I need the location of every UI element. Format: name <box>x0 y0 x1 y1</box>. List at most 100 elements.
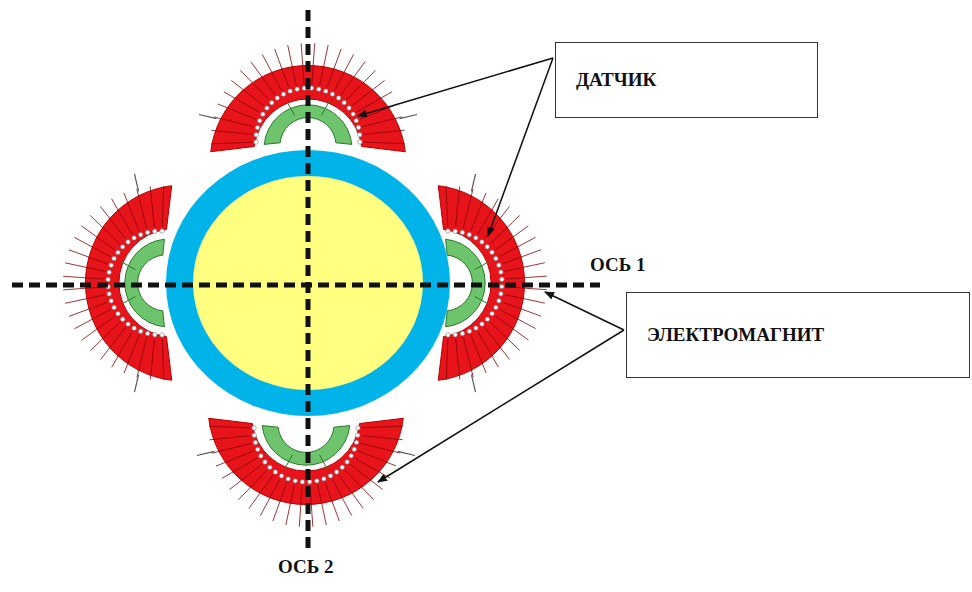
coil-winding <box>216 451 254 466</box>
coil-bead <box>358 140 362 144</box>
coil-bead <box>286 477 290 481</box>
coil-winding <box>240 70 269 99</box>
coil-bead <box>500 277 504 281</box>
coil-bead <box>497 299 501 303</box>
coil-bead <box>254 133 258 137</box>
coil-winding <box>218 104 256 119</box>
coil-bead <box>138 233 142 237</box>
coil-winding <box>74 237 110 256</box>
axes <box>12 10 600 550</box>
coil-winding <box>347 70 376 99</box>
coil-bead <box>254 140 258 144</box>
coil-bead <box>349 454 353 458</box>
coil-winding <box>446 186 448 227</box>
coil-bead <box>460 331 464 335</box>
coil-bead <box>126 240 130 244</box>
coil-bead <box>253 440 257 444</box>
wire-terminal <box>134 375 138 393</box>
coil-bead <box>132 326 136 330</box>
sensor-segment <box>121 262 135 270</box>
coil-winding <box>150 187 154 228</box>
coil-winding <box>260 479 279 515</box>
coil-bead <box>275 96 279 100</box>
coil-bead <box>120 245 124 249</box>
coil-bead <box>354 440 358 444</box>
wire-terminal <box>400 114 418 118</box>
coil-winding <box>275 49 289 88</box>
coil-winding <box>82 316 115 340</box>
coil-bead <box>107 270 111 274</box>
coil-bead <box>485 317 489 321</box>
coil-bead <box>336 96 340 100</box>
coil-bead <box>315 479 319 483</box>
coil-winding <box>124 335 139 373</box>
coil-winding <box>471 335 486 373</box>
coil-bead <box>356 125 360 129</box>
coil-winding <box>211 130 252 134</box>
coil-bead <box>499 270 503 274</box>
coil-winding <box>211 142 252 144</box>
coil-winding <box>358 451 396 466</box>
coil-bead <box>116 311 120 315</box>
coil-bead <box>160 333 164 337</box>
coil-bead <box>258 119 262 123</box>
coil-bead <box>330 92 334 96</box>
coil-bead <box>281 92 285 96</box>
callout-box: ДАТЧИК <box>555 42 818 118</box>
coil-winding <box>362 117 402 127</box>
coil-bead <box>270 100 274 104</box>
coil-winding <box>495 316 528 340</box>
coil-bead <box>160 229 164 233</box>
coil-winding <box>318 485 327 525</box>
coil-bead <box>293 479 297 483</box>
coil-bead <box>474 326 478 330</box>
sensor-segment <box>287 101 295 115</box>
coil-bead <box>261 112 265 116</box>
coil-winding <box>345 470 374 499</box>
coil-winding <box>506 276 547 279</box>
coil-winding <box>471 193 486 231</box>
coil-bead <box>453 229 457 233</box>
coil-bead <box>334 470 338 474</box>
coil-bead <box>139 329 143 333</box>
coil-winding <box>90 216 119 245</box>
coil-winding <box>209 426 250 428</box>
coil-winding <box>162 339 164 380</box>
coil-winding <box>69 302 108 316</box>
coil-bead <box>109 299 113 303</box>
coil-bead <box>490 311 494 315</box>
sensor-segment <box>475 262 489 270</box>
coil-winding <box>364 130 405 134</box>
coil-bead <box>494 305 498 309</box>
coil-bead <box>352 447 356 451</box>
coil-winding <box>505 263 545 272</box>
coil-winding <box>65 263 105 272</box>
axis-label: ОСЬ 1 <box>588 254 648 276</box>
coil-winding <box>231 81 263 106</box>
coil-bead <box>467 233 471 237</box>
coil-bead <box>120 317 124 321</box>
wire-terminal <box>134 174 138 192</box>
coil-winding <box>224 92 260 112</box>
coil-winding <box>65 295 105 304</box>
coil-bead <box>494 256 498 260</box>
coil-winding <box>320 45 329 85</box>
coil-winding <box>362 426 403 428</box>
wire-terminal <box>471 174 475 192</box>
coil-bead <box>252 426 256 430</box>
coil-bead <box>322 477 326 481</box>
coil-bead <box>265 106 269 110</box>
coil-bead <box>288 89 292 93</box>
coil-bead <box>106 277 110 281</box>
coil-winding <box>301 43 304 84</box>
coil-bead <box>328 474 332 478</box>
coil-winding <box>446 339 448 380</box>
coil-bead <box>490 250 494 254</box>
coil-bead <box>356 433 360 437</box>
callout-text: ЭЛЕКТРОМАГНИТ <box>647 324 824 346</box>
coil-bead <box>347 106 351 110</box>
coil-winding <box>286 485 295 525</box>
sensor-segment <box>321 101 329 115</box>
coil-winding <box>463 337 473 377</box>
coil-winding <box>90 322 119 351</box>
